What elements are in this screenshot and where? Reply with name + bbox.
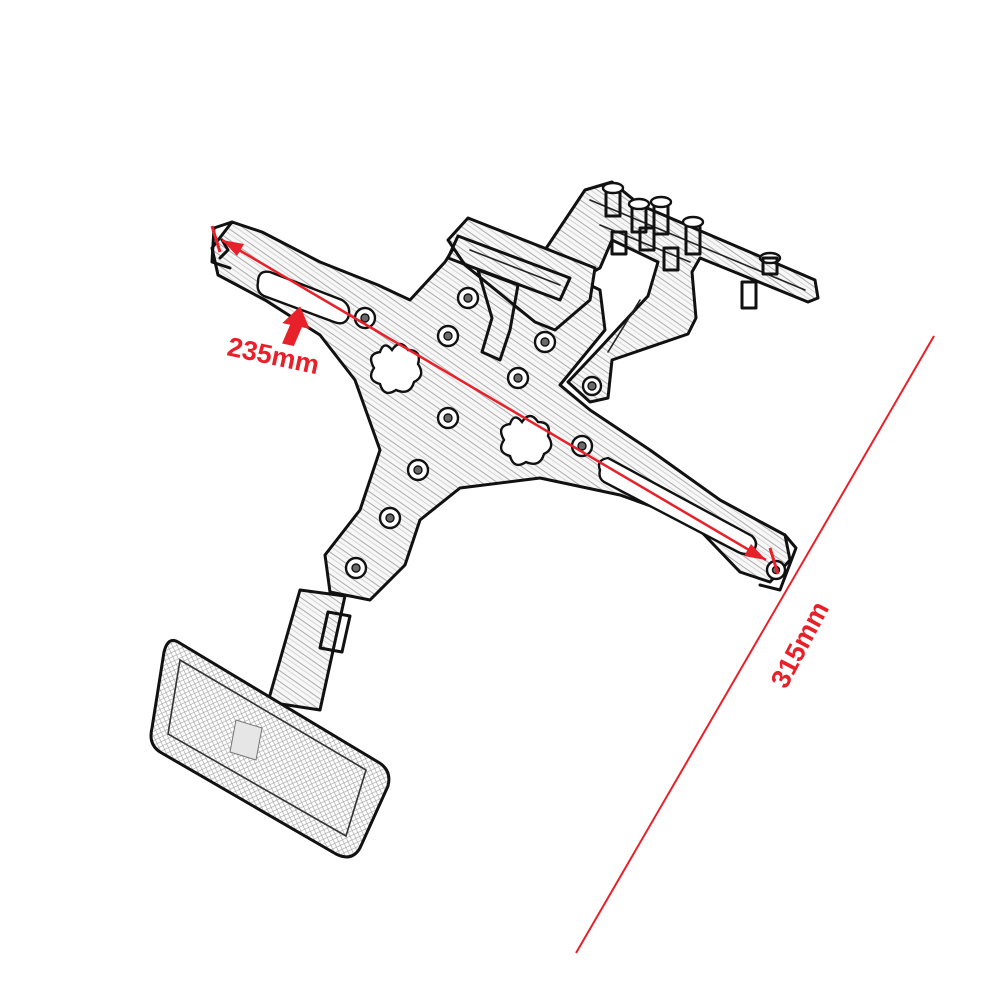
flower-cutout (369, 342, 423, 395)
mount-hole (353, 306, 377, 330)
mount-hole (456, 286, 480, 310)
flower-cutout (499, 414, 553, 467)
arrowhead-left (222, 240, 244, 256)
bolt (681, 215, 705, 256)
mount-hole (506, 366, 530, 390)
width-dimension-line (221, 238, 767, 562)
mount-hole (344, 556, 368, 580)
height-dimension-line (575, 335, 935, 954)
left-adjust-slot (256, 270, 351, 325)
pointer-arrow (282, 306, 310, 346)
bolt (649, 195, 673, 236)
height-dimension: 315mm (575, 335, 935, 954)
top-clamp-block (446, 216, 597, 362)
bolt (581, 375, 603, 397)
bolt (610, 226, 680, 272)
width-label: 235mm (225, 332, 322, 381)
bolt (740, 251, 782, 310)
mount-hole (533, 330, 557, 354)
mount-hole (436, 406, 460, 430)
mount-hole (378, 506, 402, 530)
bolt (601, 181, 625, 218)
arrowhead-right (744, 544, 766, 560)
reflector-stem (266, 588, 352, 712)
upper-mount-bracket (543, 180, 820, 404)
bolt (627, 197, 651, 234)
mount-hole (436, 324, 460, 348)
tick-right (768, 547, 780, 575)
mount-hole (406, 458, 430, 482)
tick-left (210, 225, 222, 253)
reflector (149, 638, 391, 859)
